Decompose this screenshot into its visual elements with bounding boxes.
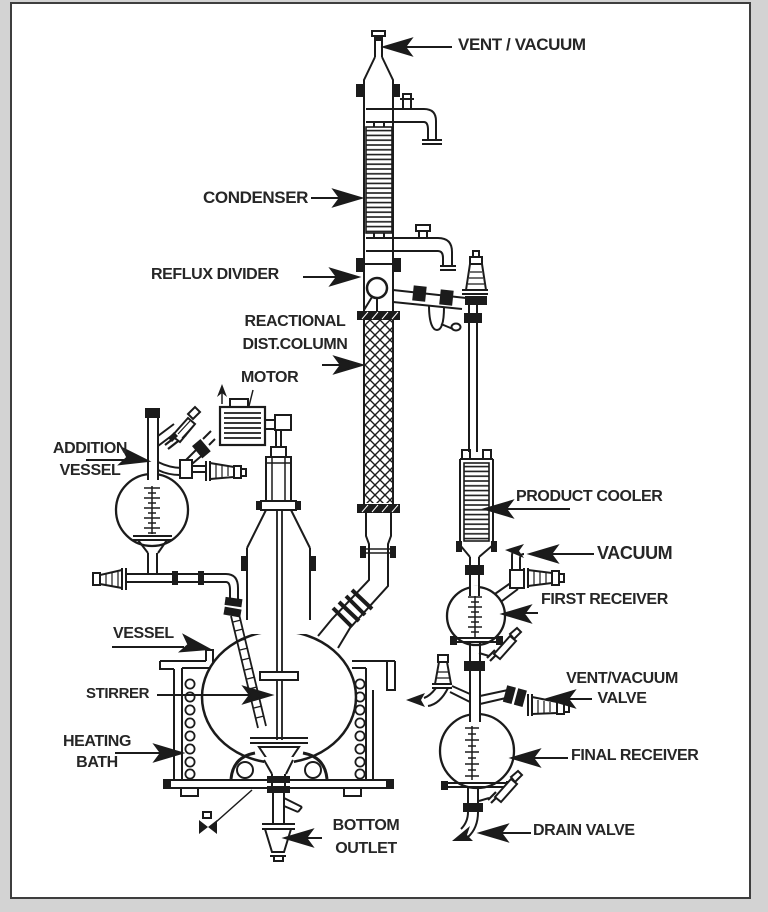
main-column — [317, 30, 467, 649]
packed-column — [357, 311, 400, 513]
final-receiver-bulb — [438, 712, 516, 790]
addition-feed-line — [126, 571, 267, 729]
heating-coils-right — [354, 678, 366, 780]
bath-drain-line — [215, 789, 253, 823]
arrow-first-receiver — [502, 605, 538, 623]
takeoff-valve — [462, 250, 488, 305]
label-final-receiver: FINAL RECEIVER — [571, 747, 699, 764]
bottom-outlet-valve — [262, 757, 303, 862]
addition-side-arm — [157, 430, 247, 481]
arrow-vacuum — [529, 545, 594, 563]
first-receiver-graduations — [468, 596, 482, 638]
label-vent-vacuum-valve: VENT/VACUUM VALVE — [566, 670, 678, 707]
label-first-receiver: FIRST RECEIVER — [541, 591, 668, 608]
heating-coils-left — [184, 678, 196, 780]
final-receiver-graduations — [465, 726, 479, 780]
final-receiver-left-arm — [406, 654, 471, 707]
arrow-heating-bath — [115, 744, 183, 762]
column-lower-bend — [317, 513, 396, 649]
label-vacuum: VACUUM — [597, 543, 673, 563]
takeoff-arm — [392, 285, 467, 332]
arrow-reactional-column — [322, 356, 363, 374]
motor-assembly — [217, 384, 311, 549]
label-heating-bath: HEATING BATH — [62, 733, 131, 771]
label-arrows — [86, 38, 594, 847]
addition-stopcock — [92, 568, 127, 590]
vacuum-arm — [491, 544, 565, 605]
label-bottom-outlet: BOTTOM OUTLET — [332, 817, 400, 857]
label-drain-valve: DRAIN VALVE — [533, 822, 635, 839]
product-cooler-body — [456, 449, 497, 558]
vent-vacuum-valve-arm — [479, 685, 570, 716]
label-addition-vessel: ADDITION VESSEL — [52, 440, 128, 479]
label-vessel: VESSEL — [113, 625, 174, 642]
label-stirrer: STIRRER — [86, 685, 150, 702]
label-motor: MOTOR — [241, 369, 299, 386]
label-condenser: CONDENSER — [203, 188, 309, 207]
arrow-vessel — [112, 634, 212, 658]
arrow-bottom-outlet — [284, 829, 322, 847]
arrow-final-receiver — [511, 749, 568, 767]
addition-graduations — [144, 486, 160, 534]
product-train — [406, 250, 570, 841]
reaction-vessel — [200, 510, 358, 862]
condenser-fins — [365, 122, 393, 238]
label-product-cooler: PRODUCT COOLER — [516, 488, 663, 505]
addition-branch-valve — [157, 405, 202, 450]
addition-vessel-assembly — [92, 405, 267, 729]
arrow-stirrer — [157, 686, 272, 704]
arrow-addition-vessel — [86, 447, 151, 470]
arrow-condenser — [311, 189, 362, 207]
arrow-drain-valve — [479, 824, 531, 842]
arrow-vent-vacuum — [383, 38, 452, 56]
leader-motor — [248, 389, 254, 407]
condenser-bottom-port — [366, 224, 456, 271]
reflux-divider-head — [356, 258, 401, 311]
arrow-vent-vacuum-valve — [546, 690, 592, 708]
label-reflux-divider: REFLUX DIVIDER — [151, 266, 279, 283]
arrow-product-cooler — [484, 500, 570, 518]
condenser-top-port — [366, 93, 442, 145]
drain-assembly — [452, 769, 524, 841]
label-vent-vacuum: VENT / VACUUM — [458, 35, 586, 54]
receiver-branch-valve — [478, 626, 523, 662]
label-reactional-dist-column: REACTIONAL DIST.COLUMN — [242, 313, 348, 353]
arrow-reflux-divider — [303, 268, 359, 286]
